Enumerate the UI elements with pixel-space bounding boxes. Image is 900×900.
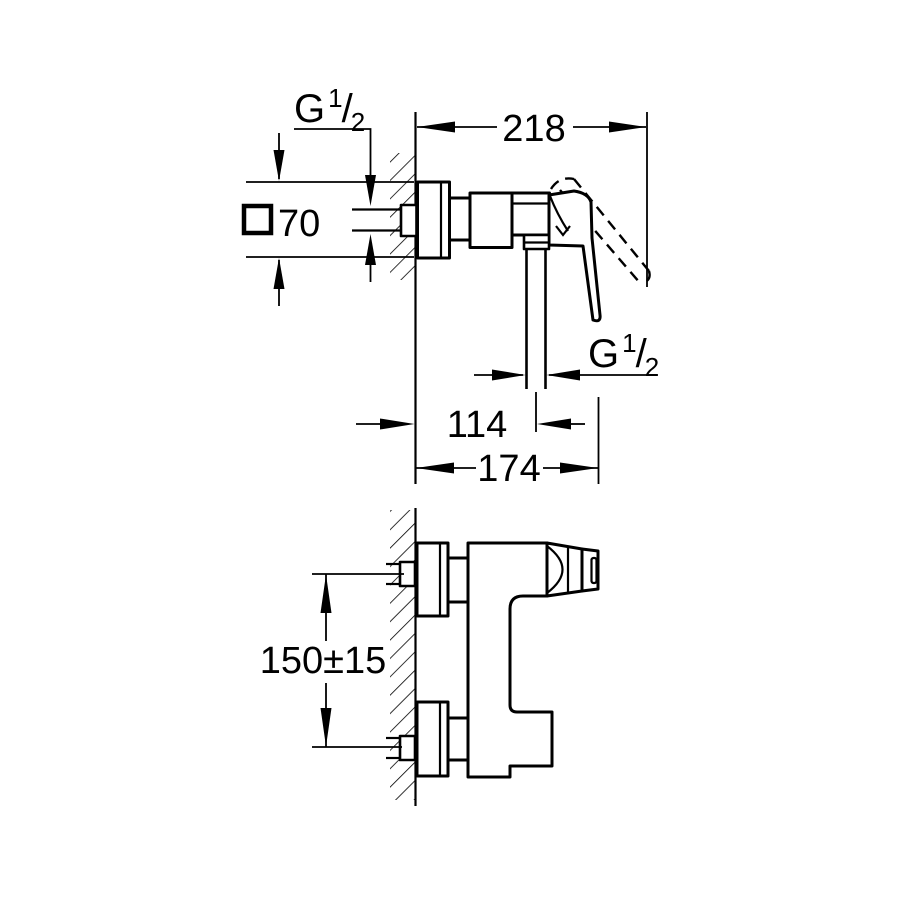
arrowhead (320, 574, 332, 613)
escutcheon-width-label: 70 (278, 203, 320, 245)
arrowhead (365, 234, 376, 265)
outlet-offset-label: 114 (447, 404, 508, 446)
lever-handle-front (545, 541, 600, 598)
inlet-spacing-label: 150±15 (260, 640, 387, 682)
escutcheon-plate (416, 180, 451, 260)
arrowhead (492, 369, 526, 381)
escutcheon-plate (415, 700, 450, 778)
dimension-inlet-spacing: 150±15 (260, 573, 404, 748)
escutcheon-plate (415, 541, 450, 618)
lever-outline (547, 189, 602, 323)
upper-inlet-connection (386, 541, 470, 618)
lever-contour-line (548, 195, 569, 232)
front-view-drawing: 150±15 (260, 508, 600, 806)
cartridge-housing (468, 191, 514, 249)
coupling-nut (398, 734, 417, 762)
connection-sleeve (446, 556, 470, 604)
arrowhead (320, 708, 332, 747)
arrowhead (537, 418, 571, 430)
lever-handle (547, 189, 602, 323)
coupling-nut (399, 203, 418, 238)
dimension-total-depth: 218 (417, 108, 648, 287)
connection-sleeve (448, 196, 472, 242)
mixer-body-front (466, 541, 554, 779)
arrowhead (365, 175, 376, 206)
arrowhead (609, 121, 647, 133)
body-outline (466, 541, 554, 779)
wall-section (390, 112, 417, 484)
total-depth-label: 218 (502, 108, 565, 150)
arrowhead (560, 462, 598, 474)
handle-end-cap (580, 547, 600, 593)
temperature-mark-icon (555, 225, 571, 237)
arrowhead (273, 150, 285, 181)
arrowhead (417, 121, 455, 133)
dimension-body-depth: 174 (416, 397, 600, 490)
leader-line (294, 128, 372, 176)
supply-pipe (352, 203, 418, 238)
arrowhead (380, 418, 415, 430)
arrowhead (273, 258, 285, 289)
connection-sleeve (446, 716, 470, 762)
shower-outlet (522, 233, 551, 389)
square-symbol-icon (241, 203, 274, 236)
dimension-escutcheon-width: 70 (241, 133, 414, 306)
body-front-section (510, 191, 551, 237)
handle-slot (590, 556, 598, 585)
handle-dome-arc (546, 545, 564, 594)
dimension-outlet-offset: 114 (356, 392, 585, 446)
body-depth-label: 174 (477, 448, 540, 490)
